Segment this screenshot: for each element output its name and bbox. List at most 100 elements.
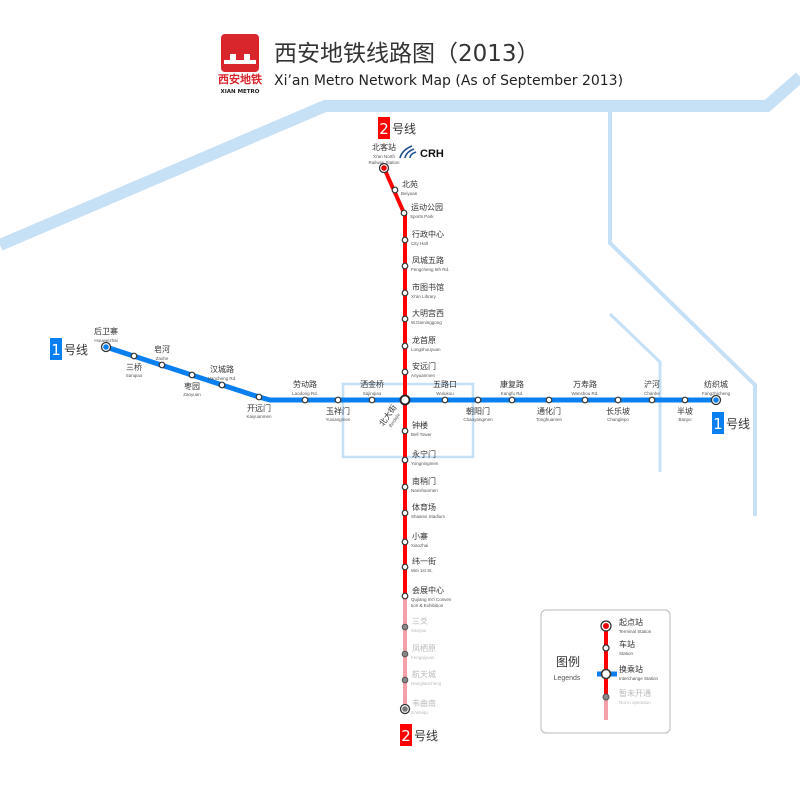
station-name-en: Zaoyuan <box>183 392 201 397</box>
station-icon <box>401 262 409 270</box>
line1-badge <box>50 338 62 360</box>
station-city-hall[interactable]: 行政中心 City Hall <box>401 229 444 246</box>
legend-planned-icon <box>602 693 610 701</box>
station-name-en: Sports Park <box>410 214 434 219</box>
legend-station-label: 车站 <box>619 639 635 649</box>
station-w-daminggong[interactable]: 大明宫西 W.Daminggong <box>401 308 444 325</box>
railway-background <box>0 72 800 516</box>
station-name-en: W.Daminggong <box>411 320 442 325</box>
line1-badge <box>712 412 724 434</box>
station-name-cn: 长乐坡 <box>606 406 630 416</box>
station-name-cn: 朝阳门 <box>466 406 490 416</box>
station-name-en: City Hall <box>411 241 428 246</box>
station-name-cn: 三爻 <box>412 617 428 626</box>
line2-label-bottom: 2 号线 <box>400 724 438 746</box>
station-name-cn: 凤城五路 <box>412 255 444 265</box>
station-icon <box>218 381 226 389</box>
station-icon <box>401 289 409 297</box>
station-name-cn: 小寨 <box>412 531 428 541</box>
legend-terminal-label-en: Terminal Station <box>619 629 652 634</box>
station-name-en: Wei 1st St. <box>411 568 433 573</box>
station-name-cn: 劳动路 <box>293 379 317 389</box>
station-name-cn: 康复路 <box>500 379 524 389</box>
station-icon <box>545 396 553 404</box>
line1-track <box>105 344 716 403</box>
station-name-en: Bell Tower <box>411 432 432 437</box>
station-icon <box>401 342 409 350</box>
station-name-cn: 汉城路 <box>210 364 234 374</box>
station-icon <box>255 393 263 401</box>
station-icon <box>301 396 309 404</box>
station-name-cn: 半坡 <box>677 406 693 416</box>
station-name-en: Wanshou Rd. <box>571 391 598 396</box>
line1-label-west: 1 号线 <box>50 338 88 360</box>
page-title: 西安地铁线路图（2013） <box>274 41 540 67</box>
station-icon <box>334 396 342 404</box>
station-name-cn: 开远门 <box>247 403 271 413</box>
planned-station-icon <box>401 623 409 631</box>
station-name-cn: 大明宫西 <box>412 308 444 318</box>
station-name-en: Beiyuan <box>401 191 418 196</box>
station-name-cn: 通化门 <box>537 406 561 416</box>
rail-line-east-branch <box>608 312 662 472</box>
station-name-cn: 凤栖原 <box>412 643 436 653</box>
station-name-cn: 玉祥门 <box>326 406 350 416</box>
station-icon <box>400 209 408 217</box>
line2-track <box>382 167 407 596</box>
station-name-en: Fengqiyuan <box>411 655 435 660</box>
station-name-en: Banpo <box>678 417 692 422</box>
station-name-en: Sajinqiao <box>363 391 382 396</box>
station-sanyao[interactable]: 三爻 Sanyao <box>401 617 428 633</box>
station-icon <box>401 456 409 464</box>
terminal-station-dot <box>381 165 387 171</box>
station-icon <box>614 396 622 404</box>
logo-gate-icon <box>224 54 256 64</box>
station-fengqiyuan[interactable]: 凤栖原 Fengqiyuan <box>401 643 436 660</box>
legend-planned-label: 暂未开通 <box>619 688 651 698</box>
logo-text-cn: 西安地铁 <box>218 72 262 86</box>
station-icon <box>508 396 516 404</box>
station-name-en: Sanyao <box>411 628 427 633</box>
legend-interchange-label-en: Interchange Station <box>619 676 659 681</box>
terminal-station-dot <box>103 344 109 350</box>
logo-text-en: XIAN METRO <box>221 89 260 95</box>
station-name-cn: 行政中心 <box>412 229 444 239</box>
terminal-station-dot <box>402 706 408 712</box>
station-name-cn: 韦曲南 <box>412 698 436 708</box>
legend-station-label-en: Station <box>619 651 634 656</box>
